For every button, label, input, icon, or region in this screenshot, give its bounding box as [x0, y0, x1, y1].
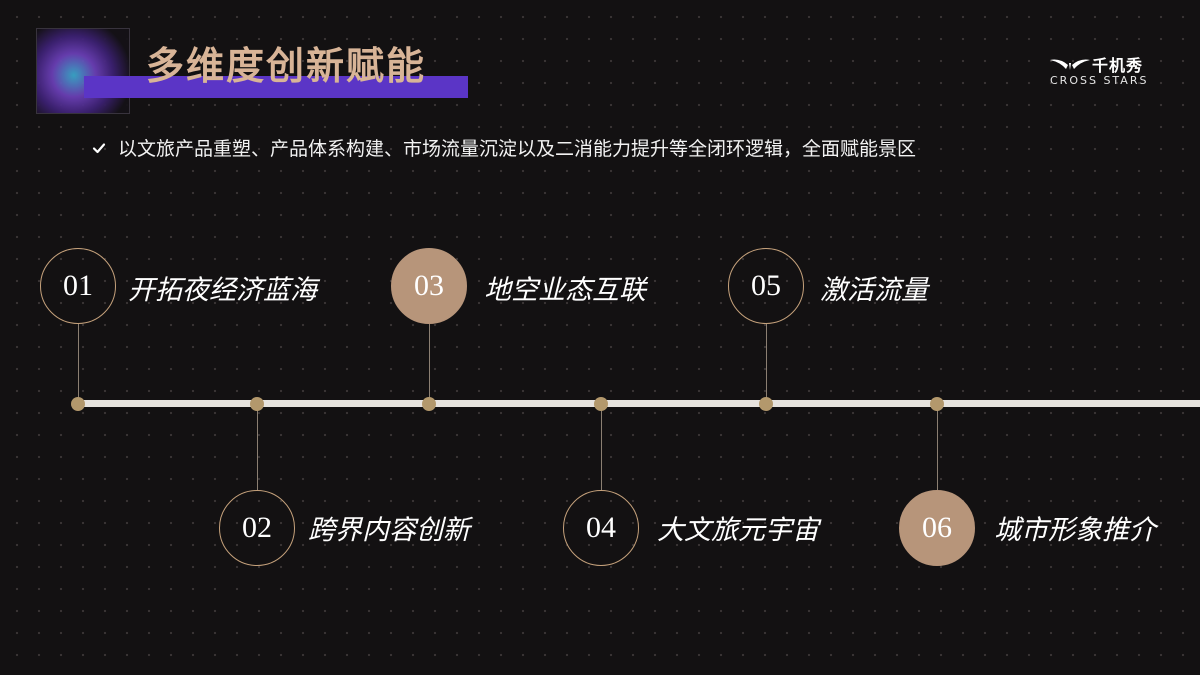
milestone-number-04: 04	[563, 490, 639, 566]
brand-name-cn: 千机秀	[1092, 56, 1144, 75]
milestone-number-06: 06	[899, 490, 975, 566]
timeline-dot	[71, 397, 85, 411]
page-title: 多维度创新赋能	[146, 44, 427, 88]
timeline-dot	[759, 397, 773, 411]
decorative-graphic	[36, 28, 130, 114]
wings-logo-icon	[1050, 59, 1090, 70]
timeline-stem	[766, 324, 767, 404]
summary-bullet: 以文旅产品重塑、产品体系构建、市场流量沉淀以及二消能力提升等全闭环逻辑，全面赋能…	[92, 134, 916, 161]
milestone-number-05: 05	[728, 248, 804, 324]
milestone-label-01: 开拓夜经济蓝海	[128, 275, 317, 306]
title-accent-bar	[84, 76, 468, 98]
timeline-stem	[601, 404, 602, 490]
timeline-stem	[429, 324, 430, 404]
check-icon	[92, 142, 106, 153]
timeline-dot	[930, 397, 944, 411]
milestone-label-03: 地空业态互联	[484, 275, 646, 306]
summary-text: 以文旅产品重塑、产品体系构建、市场流量沉淀以及二消能力提升等全闭环逻辑，全面赋能…	[118, 138, 917, 160]
milestone-number-02: 02	[219, 490, 295, 566]
timeline-stem	[937, 404, 938, 490]
timeline-track	[78, 400, 1200, 407]
milestone-number-03: 03	[391, 248, 467, 324]
milestone-label-05: 激活流量	[820, 275, 928, 306]
milestone-label-02: 跨界内容创新	[308, 515, 470, 546]
milestone-label-06: 城市形象推介	[994, 515, 1156, 546]
brand-logo: 千机秀 CROSS STARS	[1050, 52, 1160, 92]
timeline-dot	[422, 397, 436, 411]
timeline-dot	[594, 397, 608, 411]
brand-name-en: CROSS STARS	[1050, 74, 1149, 87]
timeline-dot	[250, 397, 264, 411]
timeline-stem	[257, 404, 258, 490]
milestone-label-04: 大文旅元宇宙	[657, 515, 819, 546]
timeline-stem	[78, 324, 79, 404]
milestone-number-01: 01	[40, 248, 116, 324]
